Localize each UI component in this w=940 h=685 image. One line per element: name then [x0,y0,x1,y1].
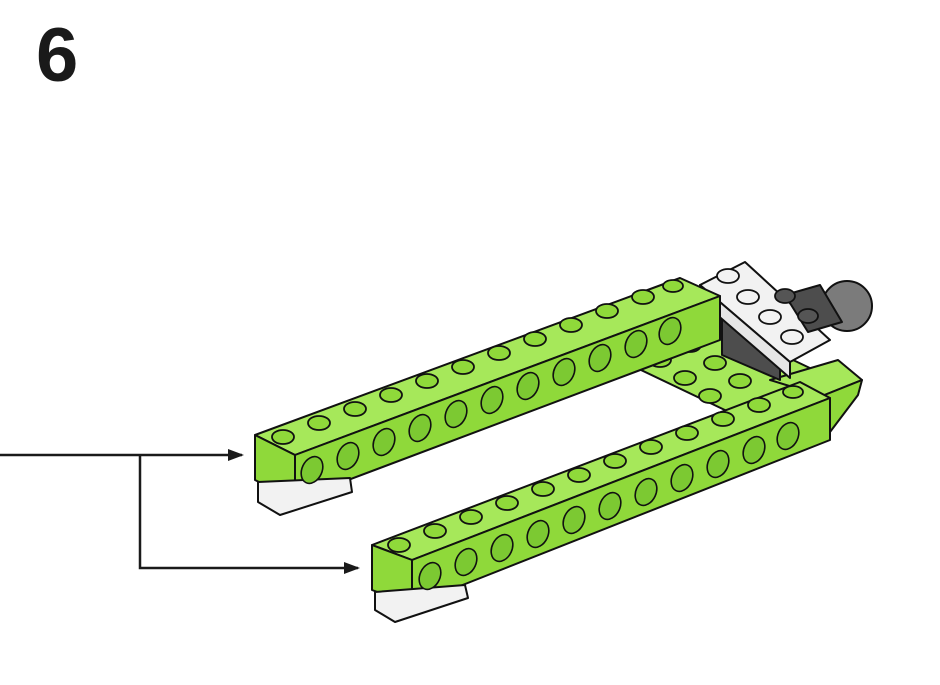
top-beam-holes [300,316,682,485]
beam-top-white-base [257,477,353,516]
white-brick-studs [716,268,819,345]
pointer-arrows [0,449,360,574]
arrow-bottom-icon [138,455,360,574]
bottom-beam-studs [387,385,804,553]
technic-beam-top [254,277,721,516]
top-beam-studs [271,279,684,445]
bottom-beam-holes [418,421,800,591]
beam-bottom-white-base [374,584,469,623]
step-number: 6 [36,13,79,98]
